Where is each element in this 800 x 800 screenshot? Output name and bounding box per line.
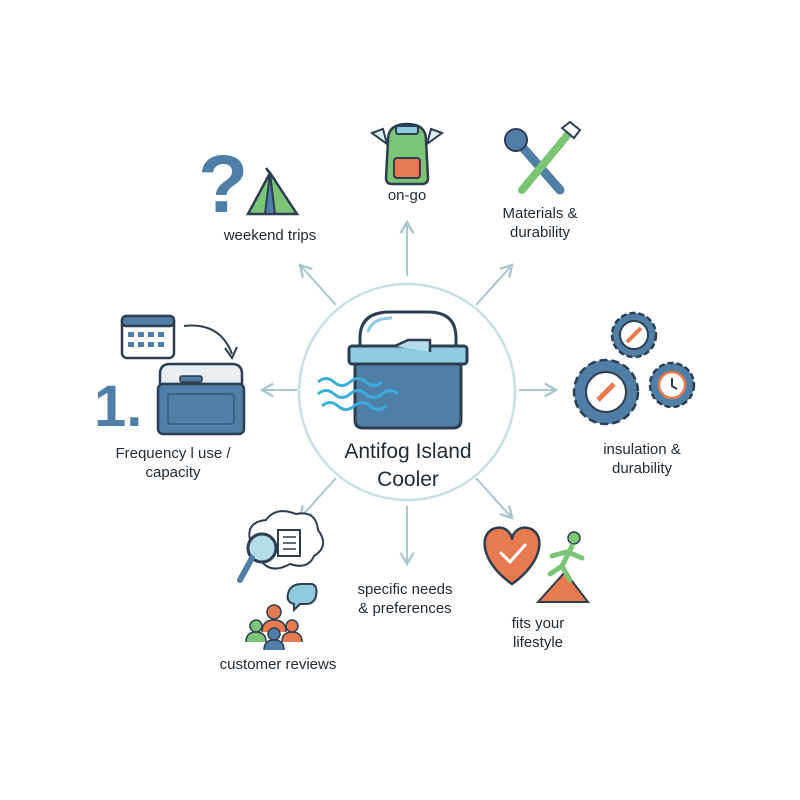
cooler-icon (317, 310, 469, 430)
label-fits-lifestyle: fits your lifestyle (511, 615, 565, 651)
gears-icon (572, 311, 696, 426)
number-badge: 1. (94, 374, 142, 439)
arrow-downright (475, 477, 514, 520)
center-title: Antifog Island Cooler (344, 440, 472, 491)
arrow-downleft (298, 477, 337, 520)
calendar-cooler-icon: 1. (94, 314, 246, 439)
label-insulation: insulation & durability (603, 441, 681, 477)
wrench-screwdriver-icon (504, 120, 582, 195)
magnifier-people-icon (237, 510, 325, 651)
label-weekend-trips: weekend trips (223, 227, 317, 244)
label-materials: Materials & durability (502, 205, 578, 241)
arrow-upright (475, 263, 514, 306)
label-customer-reviews: customer reviews (219, 656, 337, 673)
label-on-go: on-go (387, 187, 427, 204)
label-frequency: Frequency l use / capacity (115, 445, 231, 481)
heart-runner-icon (483, 526, 591, 603)
question-mark-icon: ? (198, 139, 248, 230)
label-specific-needs: specific needs & preferences (357, 581, 453, 617)
backpack-icon (369, 122, 445, 186)
connector-arrows (259, 219, 559, 567)
arrow-upleft (298, 263, 337, 306)
question-tent-icon: ? (198, 139, 300, 230)
